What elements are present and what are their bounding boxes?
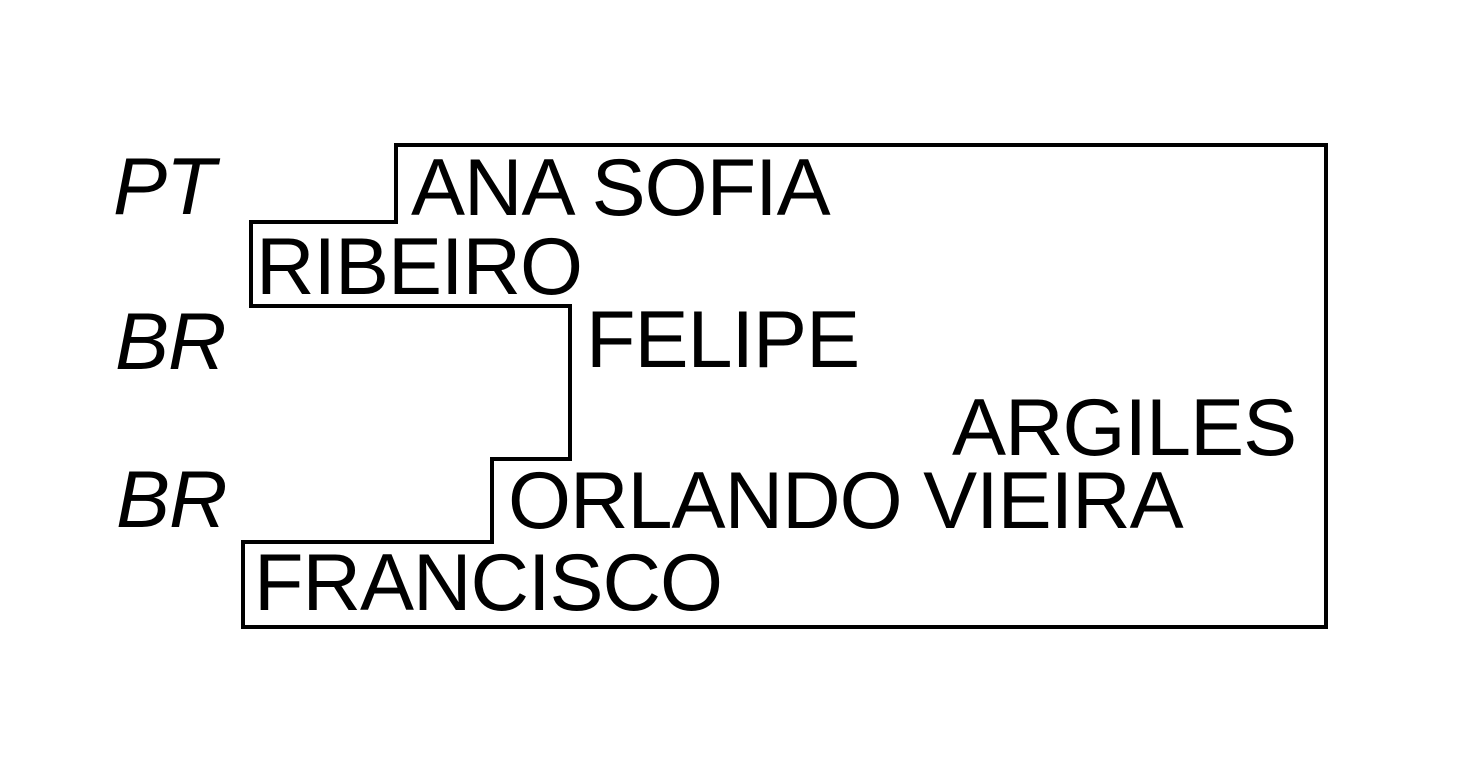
country-label-br-2: BR [116, 455, 228, 545]
country-label-br-1: BR [115, 297, 227, 387]
outline-polygon [241, 143, 1328, 629]
name-line-felipe: FELIPE [586, 295, 860, 385]
name-line-argiles: ARGILES [952, 383, 1297, 473]
name-line-ana-sofia: ANA SOFIA [411, 143, 831, 233]
country-label-pt: PT [113, 142, 216, 232]
name-line-francisco: FRANCISCO [254, 538, 723, 628]
name-line-ribeiro: RIBEIRO [256, 222, 583, 312]
name-line-orlando-vieira: ORLANDO VIEIRA [508, 456, 1184, 546]
